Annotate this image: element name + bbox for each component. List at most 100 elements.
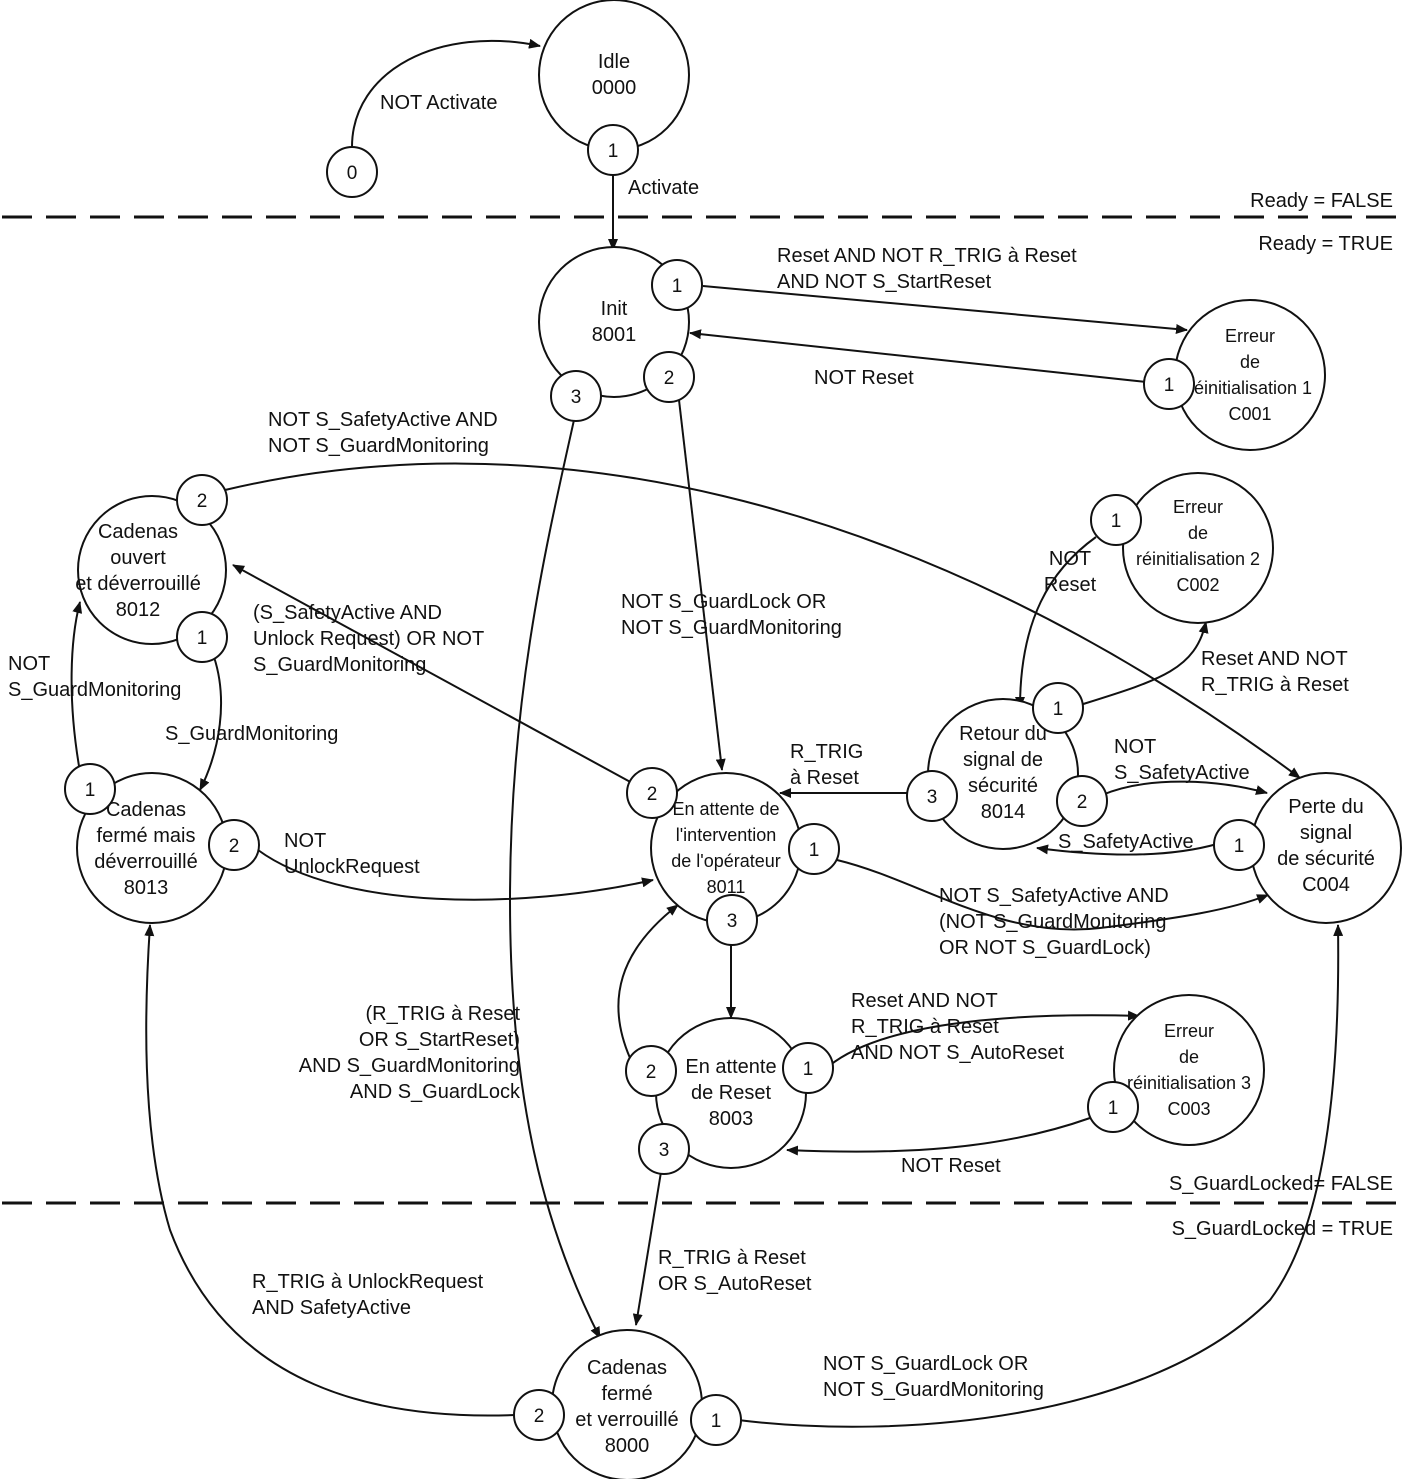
label-init-to-waiting-operator: NOT S_GuardLock OR NOT S_GuardMonitoring [621, 591, 842, 639]
label-closed-to-waiting-operator: NOT UnlockRequest [284, 830, 420, 878]
state-reset-error-3-label-line-3: réinitialisation 3 [1127, 1073, 1251, 1093]
svg-text:1: 1 [197, 628, 208, 649]
svg-text:3: 3 [571, 387, 582, 408]
state-reset-error-3-label-line-4: C003 [1167, 1099, 1210, 1119]
edge-return-to-err2 [1079, 621, 1209, 706]
svg-text:1: 1 [1234, 836, 1245, 857]
edge-err2-to-return [1015, 536, 1097, 709]
edge-open-to-closed [199, 656, 223, 791]
state-reset-error-3-label-line-2: de [1179, 1047, 1199, 1067]
state-safety-signal-return-label-line-3: sécurité [968, 775, 1038, 797]
label-padlock-locked-to-closed-line-2: AND SafetyActive [252, 1297, 411, 1319]
edge-init-to-err1 [702, 285, 1188, 334]
label-reset-error-3-to-waiting-reset: NOT Reset [901, 1155, 1001, 1177]
state-reset-error-2-label-line-2: de [1188, 523, 1208, 543]
state-idle-label-line-2: 0000 [592, 77, 637, 99]
label-init-to-waiting-operator-line-2: NOT S_GuardMonitoring [621, 617, 842, 639]
state-idle-label: Idle 0000 [592, 51, 637, 99]
svg-text:1: 1 [711, 1411, 722, 1432]
svg-text:1: 1 [1053, 699, 1064, 720]
label-waiting-reset-to-padlock-locked-line-1: R_TRIG à Reset [658, 1247, 806, 1269]
edge-err3-to-wait-reset [786, 1117, 1091, 1156]
state-safety-signal-loss-label-line-1: Perte du [1288, 796, 1364, 818]
label-closed-to-waiting-operator-line-2: UnlockRequest [284, 856, 420, 878]
port-signal-return-2: 2 [1056, 775, 1108, 827]
label-reset-error-1-to-init: NOT Reset [814, 367, 914, 389]
port-signal-return-3: 3 [906, 770, 958, 822]
state-waiting-reset-label-line-3: 8003 [709, 1108, 754, 1130]
state-init-label: Init 8001 [592, 298, 637, 346]
label-waiting-reset-to-reset-error-3-line-2: R_TRIG à Reset [851, 1016, 999, 1038]
label-init-to-padlock-locked-line-4: AND S_GuardLock [350, 1081, 521, 1103]
label-init-to-waiting-operator-line-1: NOT S_GuardLock OR [621, 591, 826, 613]
state-reset-error-2-label-line-1: Erreur [1173, 497, 1223, 517]
state-padlock-open-unlocked: Cadenas ouvert et déverrouillé 8012 [75, 495, 227, 645]
edge-not-activate [351, 38, 541, 148]
label-padlock-locked-to-signal-loss-line-2: NOT S_GuardMonitoring [823, 1379, 1044, 1401]
state-reset-error-2-label-line-3: réinitialisation 2 [1136, 549, 1260, 569]
label-reset-error-1-to-init-line-1: NOT Reset [814, 367, 914, 389]
label-signal-loss-to-signal-return-line-1: S_SafetyActive [1058, 831, 1194, 853]
label-not-activate: NOT Activate [380, 92, 497, 114]
port-padlock-closed-unlocked-1: 1 [64, 763, 116, 815]
state-padlock-open-unlocked-label-line-2: ouvert [110, 547, 166, 569]
transition-labels: NOT Activate Activate Reset AND NOT R_TR… [8, 92, 1349, 1401]
edge-init-to-wait-op [678, 399, 726, 771]
label-waiting-operator-to-signal-loss: NOT S_SafetyActive AND(NOT S_GuardMonito… [939, 885, 1169, 959]
svg-text:1: 1 [809, 840, 820, 861]
port-reset-error-2-1: 1 [1090, 494, 1142, 546]
edge-wait-reset-to-locked [632, 1171, 662, 1326]
label-closed-to-padlock-open-line-2: S_GuardMonitoring [8, 679, 181, 701]
state-init-label-line-2: 8001 [592, 324, 637, 346]
state-padlock-closed-unlocked-label-line-2: fermé mais [97, 825, 196, 847]
state-waiting-reset-label-line-2: de Reset [691, 1082, 771, 1104]
zone-label-guard-locked-false: S_GuardLocked= FALSE [1169, 1173, 1393, 1195]
label-padlock-locked-to-closed-line-1: R_TRIG à UnlockRequest [252, 1271, 484, 1293]
state-padlock-open-unlocked-label-line-1: Cadenas [98, 521, 178, 543]
state-padlock-open-unlocked-label-line-3: et déverrouillé [75, 573, 201, 595]
port-reset-error-3-1: 1 [1087, 1081, 1139, 1133]
state-idle-label-line-1: Idle [598, 51, 630, 73]
label-signal-return-to-signal-loss-line-2: S_SafetyActive [1114, 762, 1250, 784]
port-waiting-reset-3: 3 [638, 1123, 690, 1175]
state-safety-signal-return-label-line-2: signal de [963, 749, 1043, 771]
state-padlock-closed-unlocked-label-line-4: 8013 [124, 877, 169, 899]
label-activate: Activate [628, 177, 699, 199]
state-padlock-open-unlocked-label-line-4: 8012 [116, 599, 161, 621]
label-init-to-padlock-locked-line-2: OR S_StartReset) [359, 1029, 520, 1051]
edge-wait-reset-to-wait-op [617, 904, 679, 1059]
edge-wait-op-to-open [232, 564, 635, 785]
svg-text:1: 1 [1108, 1098, 1119, 1119]
state-padlock-closed-unlocked-label-line-3: déverrouillé [94, 851, 197, 873]
edge-closed-to-wait-op [257, 849, 654, 901]
state-reset-error-2-label-line-4: C002 [1176, 575, 1219, 595]
initial-point-label: 0 [347, 163, 358, 184]
port-padlock-open-1: 1 [176, 611, 228, 663]
state-padlock-closed-locked-label-line-4: 8000 [605, 1435, 650, 1457]
state-init-label-line-1: Init [601, 298, 628, 320]
state-waiting-reset-label: En attente de Reset 8003 [685, 1056, 776, 1130]
svg-text:2: 2 [647, 784, 658, 805]
label-closed-to-waiting-operator-line-1: NOT [284, 830, 326, 852]
state-reset-error-1-label-line-1: Erreur [1225, 326, 1275, 346]
label-reset-error-3-to-waiting-reset-line-1: NOT Reset [901, 1155, 1001, 1177]
state-waiting-reset-label-line-1: En attente [685, 1056, 776, 1078]
svg-text:2: 2 [229, 836, 240, 857]
svg-text:3: 3 [727, 911, 738, 932]
state-safety-signal-loss-label-line-3: de sécurité [1277, 848, 1375, 870]
label-waiting-operator-to-signal-loss-line-3: OR NOT S_GuardLock) [939, 937, 1151, 959]
state-waiting-operator-label-line-4: 8011 [707, 877, 746, 897]
port-padlock-open-2: 2 [176, 474, 228, 526]
label-padlock-open-to-signal-loss-line-1: NOT S_SafetyActive AND [268, 409, 498, 431]
state-padlock-closed-unlocked-label-line-1: Cadenas [106, 799, 186, 821]
state-reset-error-1-label-line-3: réinitialisation 1 [1188, 378, 1312, 398]
port-padlock-locked-1: 1 [690, 1394, 742, 1446]
